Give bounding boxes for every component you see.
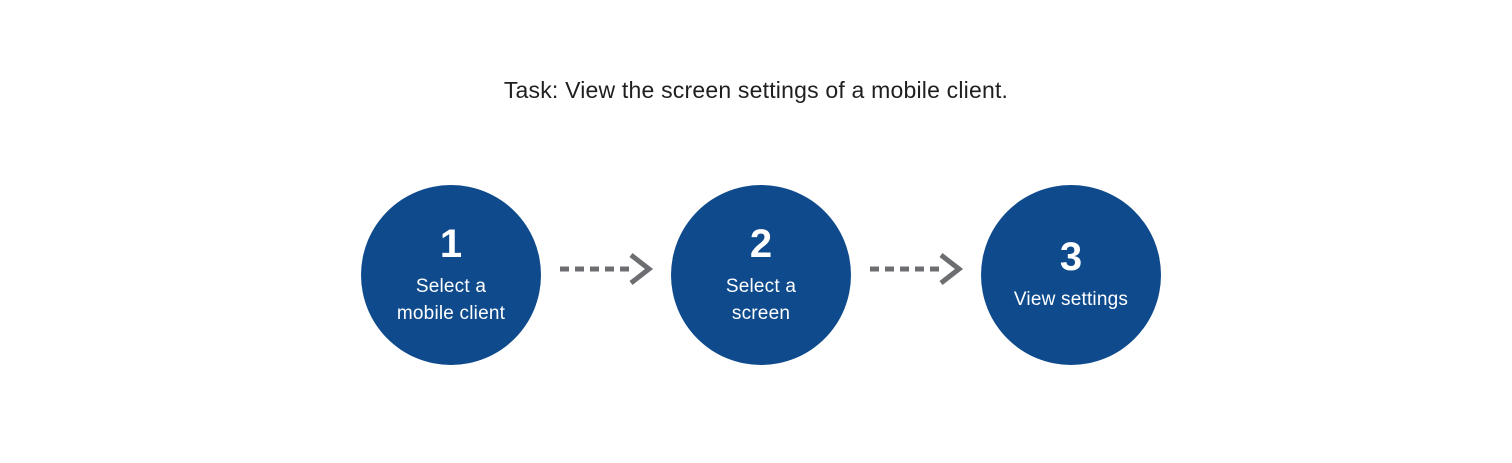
process-flow: 1 Select a mobile client 2 Select a scre… — [5, 185, 1512, 365]
step-number: 1 — [439, 221, 463, 266]
step-number: 2 — [749, 221, 773, 266]
step-label-line: Select a — [415, 275, 487, 297]
dashed-arrow-icon — [560, 253, 654, 285]
task-title: Task: View the screen settings of a mobi… — [503, 77, 1009, 103]
step-label-line: View settings — [1013, 289, 1129, 310]
step-label-line: Select a — [725, 275, 797, 297]
step-label: Select a screen — [726, 273, 796, 327]
step-label: View settings — [1014, 286, 1128, 313]
step-circle-1: 1 Select a mobile client — [361, 185, 541, 365]
step-label-line: mobile client — [396, 302, 506, 324]
step-circle-2: 2 Select a screen — [671, 185, 851, 365]
step-label-line: screen — [731, 302, 791, 324]
step-circle-3: 3 View settings — [981, 185, 1161, 365]
step-label: Select a mobile client — [397, 273, 505, 327]
step-number: 3 — [1059, 235, 1083, 279]
dashed-arrow-icon — [870, 253, 964, 285]
